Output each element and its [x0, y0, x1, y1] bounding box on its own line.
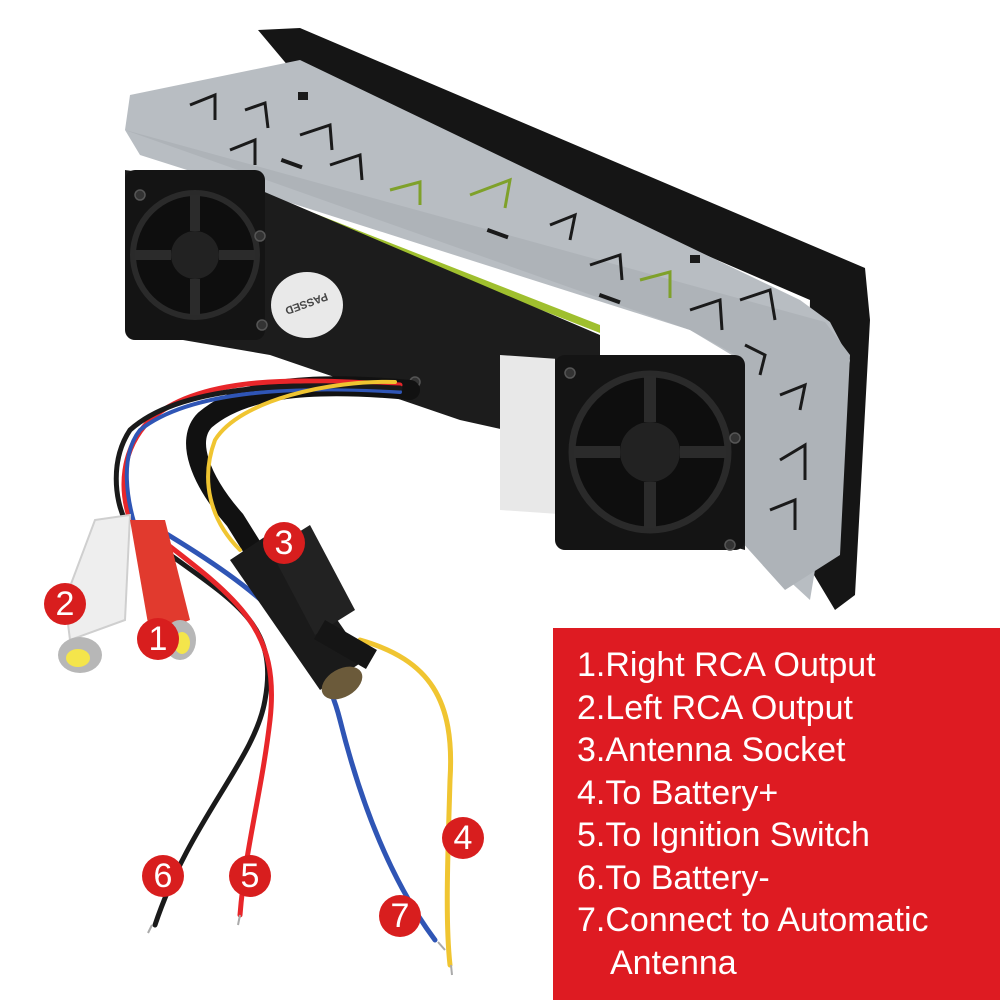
marker-2: 2: [44, 583, 86, 625]
metal-cage: [125, 60, 850, 600]
legend-item: 4.To Battery+: [577, 773, 779, 812]
left-cooling-fan: [125, 170, 265, 340]
legend-item: 2.Left RCA Output: [577, 688, 853, 727]
legend-item: 5.To Ignition Switch: [577, 816, 870, 854]
legend-item: 3.Antenna Socket: [577, 731, 846, 769]
warning-label: [500, 354, 555, 514]
wire-harness: [113, 376, 454, 968]
legend-list: 1.Right RCA Output 2.Left RCA Output 3.A…: [577, 644, 929, 984]
marker-3: 3: [263, 522, 305, 564]
marker-5: 5: [229, 855, 271, 897]
rear-housing: PASSED: [125, 170, 745, 551]
marker-1: 1: [137, 618, 179, 660]
legend-item: 1.Right RCA Output: [577, 646, 876, 684]
passed-sticker: PASSED: [271, 272, 343, 338]
legend-item: 6.To Battery-: [577, 858, 770, 897]
marker-7: 7: [379, 895, 421, 937]
right-cooling-fan: [555, 355, 745, 550]
legend-box: 1.Right RCA Output 2.Left RCA Output 3.A…: [553, 628, 1000, 1000]
marker-4: 4: [442, 817, 484, 859]
antenna-socket: [230, 525, 377, 700]
marker-6: 6: [142, 855, 184, 897]
